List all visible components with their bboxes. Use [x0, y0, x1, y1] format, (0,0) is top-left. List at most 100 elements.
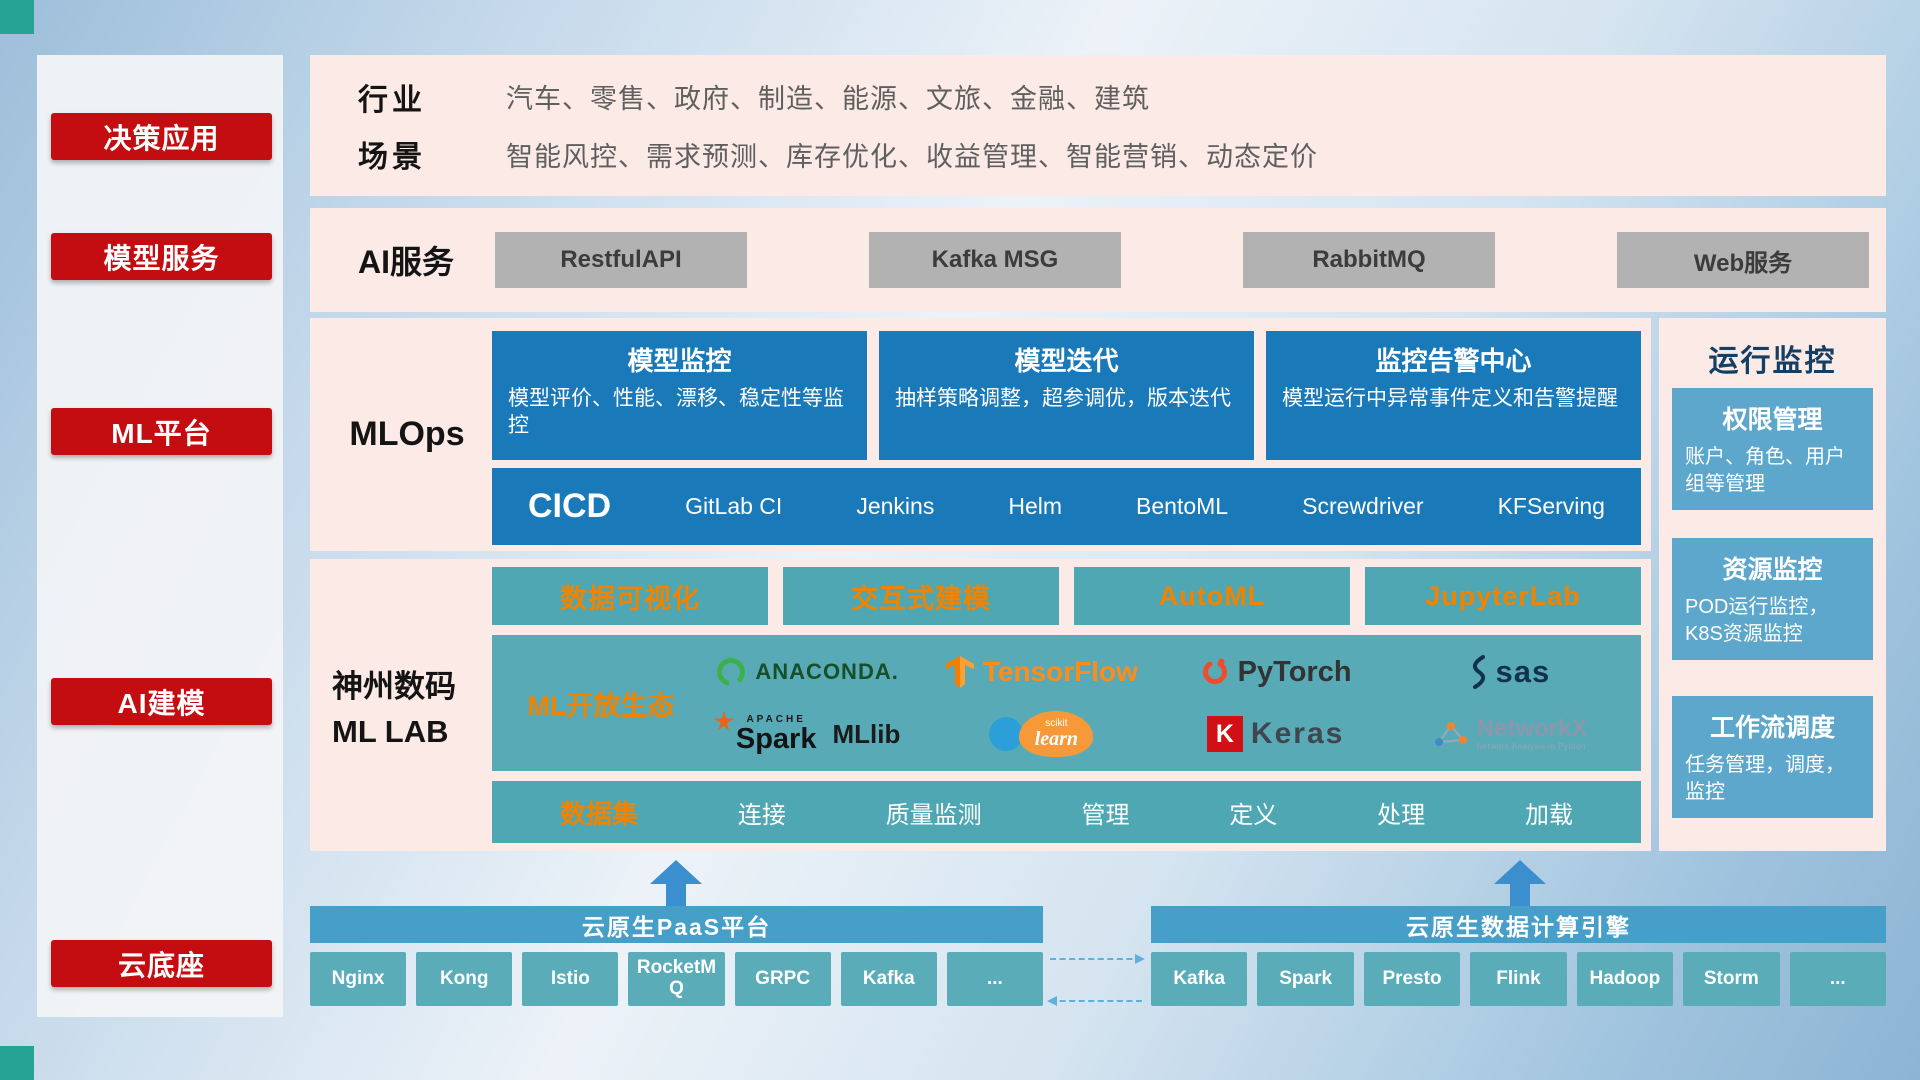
mlops-panel: MLOps 模型监控 模型评价、性能、漂移、稳定性等监控 模型迭代 抽样策略调整… — [310, 318, 1651, 551]
industry-row: 行业 汽车、零售、政府、制造、能源、文旅、金融、建筑 — [358, 75, 1886, 119]
pytorch-logo: PyTorch — [1200, 656, 1352, 689]
card-desc: 任务管理，调度，监控 — [1685, 754, 1845, 803]
dataset-bar: 数据集 连接 质量监测 管理 定义 处理 加载 — [492, 781, 1641, 843]
sas-logo: sas — [1470, 654, 1551, 690]
rail-item-cloud-base: 云底座 — [51, 940, 272, 987]
rail-item-decision-application: 决策应用 — [51, 113, 272, 160]
resource-monitoring-card: 资源监控 POD运行监控，K8S资源监控 — [1672, 538, 1873, 660]
card-title: 资源监控 — [1722, 556, 1823, 584]
chip-spark: Spark — [1257, 952, 1354, 1006]
rail-item-model-service: 模型服务 — [51, 233, 272, 280]
pytorch-icon — [1202, 658, 1227, 685]
sklearn-scikit-label: scikit — [1045, 718, 1068, 729]
networkx-name-label: NetworkX — [1476, 715, 1588, 743]
chip-rocketmq: RocketMQ — [628, 952, 725, 1006]
dataset-item-define: 定义 — [1229, 801, 1278, 829]
alert-center-card: 监控告警中心 模型运行中异常事件定义和告警提醒 — [1266, 331, 1641, 460]
mlops-cards: 模型监控 模型评价、性能、漂移、稳定性等监控 模型迭代 抽样策略调整，超参调优，… — [492, 331, 1641, 460]
dataset-item-quality: 质量监测 — [885, 801, 982, 829]
tensorflow-logo: TensorFlow — [945, 656, 1138, 688]
ecosystem-logo-grid: ANACONDA. TensorFlow PyTorch — [690, 643, 1627, 763]
runtime-monitoring-panel: 运行监控 权限管理 账户、角色、用户组等管理 资源监控 POD运行监控，K8S资… — [1659, 318, 1886, 851]
ai-service-label: AI服务 — [358, 244, 455, 280]
spark-mllib-logo: APACHE Spark MLlib — [713, 710, 901, 754]
sklearn-blue-dot-icon — [989, 717, 1024, 751]
card-desc: 账户、角色、用户组等管理 — [1685, 446, 1845, 495]
corner-accent-bottom-left — [0, 1046, 34, 1080]
corner-accent-top-left — [0, 0, 34, 34]
up-arrow-right-icon — [1494, 860, 1546, 906]
keras-badge-icon: K — [1206, 716, 1243, 752]
card-desc: POD运行监控，K8S资源监控 — [1685, 596, 1829, 645]
cicd-item-bentoml: BentoML — [1136, 493, 1229, 520]
chip-web-service: Web服务 — [1617, 232, 1869, 288]
ml-lab-panel: 神州数码 ML LAB 数据可视化 交互式建模 AutoML JupyterLa… — [310, 559, 1651, 851]
cicd-label: CICD — [528, 487, 612, 525]
mllib-label: MLlib — [832, 718, 901, 749]
chip-istio: Istio — [522, 952, 619, 1006]
tool-interactive-modeling: 交互式建模 — [783, 567, 1059, 625]
runtime-monitoring-title: 运行监控 — [1708, 345, 1837, 378]
chip-kafka-msg: Kafka MSG — [869, 232, 1121, 288]
card-title: 监控告警中心 — [1375, 346, 1532, 376]
rail-item-ai-modeling: AI建模 — [51, 678, 272, 725]
sklearn-learn-label: learn — [1034, 728, 1079, 750]
ml-lab-label: 神州数码 ML LAB — [320, 559, 488, 851]
engine-chips-row: Kafka Spark Presto Flink Hadoop Storm ..… — [1151, 952, 1886, 1006]
card-desc: 模型评价、性能、漂移、稳定性等监控 — [508, 387, 844, 438]
sklearn-orange-blob-icon: scikit learn — [1019, 711, 1094, 757]
chip-kafka: Kafka — [1151, 952, 1248, 1006]
keras-wordmark: Keras — [1250, 717, 1345, 750]
ml-open-ecosystem-box: ML开放生态 ANACONDA. TensorFlow — [492, 635, 1641, 771]
up-arrow-left-icon — [650, 860, 702, 906]
chip-hadoop: Hadoop — [1576, 952, 1674, 1006]
chip-nginx: Nginx — [310, 952, 407, 1006]
anaconda-icon — [717, 658, 746, 686]
anaconda-logo: ANACONDA. — [715, 656, 898, 688]
card-desc: 抽样策略调整，超参调优，版本迭代 — [895, 387, 1231, 410]
networkx-logo: NetworkX Network Analysis in Python — [1433, 716, 1588, 751]
card-desc: 模型运行中异常事件定义和告警提醒 — [1282, 387, 1618, 410]
card-title: 工作流调度 — [1709, 714, 1835, 742]
pytorch-wordmark: PyTorch — [1237, 655, 1352, 688]
spark-wordmark: APACHE Spark — [736, 714, 817, 754]
industry-label: 行业 — [358, 83, 426, 117]
tensorflow-wordmark: TensorFlow — [982, 656, 1138, 687]
ai-service-panel: AI服务 RestfulAPI Kafka MSG RabbitMQ Web服务 — [310, 208, 1886, 312]
scenario-list: 智能风控、需求预测、库存优化、收益管理、智能营销、动态定价 — [506, 141, 1318, 172]
networkx-wordmark: NetworkX Network Analysis in Python — [1477, 716, 1588, 751]
chip-flink: Flink — [1470, 952, 1567, 1006]
chip-presto: Presto — [1363, 952, 1461, 1006]
left-category-rail: 决策应用 模型服务 ML平台 AI建模 云底座 — [37, 55, 283, 1017]
sas-icon — [1472, 655, 1485, 689]
chip-grpc: GRPC — [734, 952, 831, 1006]
chip-restfulapi: RestfulAPI — [495, 232, 747, 288]
dataset-item-load: 加载 — [1524, 801, 1573, 829]
tensorflow-icon — [945, 656, 974, 688]
chip-kong: Kong — [416, 952, 513, 1006]
data-compute-engine-bar: 云原生数据计算引擎 — [1151, 906, 1886, 943]
cicd-item-helm: Helm — [1008, 493, 1063, 520]
dataset-label: 数据集 — [560, 798, 639, 829]
networkx-graph-icon — [1434, 722, 1467, 746]
card-title: 模型监控 — [627, 346, 732, 376]
tool-data-visualization: 数据可视化 — [492, 567, 768, 625]
cicd-item-kfserving: KFServing — [1497, 493, 1605, 520]
workflow-scheduling-card: 工作流调度 任务管理，调度，监控 — [1672, 696, 1873, 818]
model-iteration-card: 模型迭代 抽样策略调整，超参调优，版本迭代 — [879, 331, 1254, 460]
ml-lab-tools-row: 数据可视化 交互式建模 AutoML JupyterLab — [492, 567, 1641, 625]
permission-management-card: 权限管理 账户、角色、用户组等管理 — [1672, 388, 1873, 510]
spark-star-icon — [713, 710, 734, 731]
paas-chips-row: Nginx Kong Istio RocketMQ GRPC Kafka ... — [310, 952, 1043, 1006]
chip-kafka: Kafka — [840, 952, 937, 1006]
mlops-label: MLOps — [349, 415, 465, 453]
networkx-subtitle: Network Analysis in Python — [1476, 741, 1587, 751]
anaconda-wordmark: ANACONDA. — [755, 659, 899, 684]
dataset-item-connect: 连接 — [737, 801, 786, 829]
paas-platform-bar: 云原生PaaS平台 — [310, 906, 1043, 943]
chip-rabbitmq: RabbitMQ — [1243, 232, 1495, 288]
scikit-learn-logo: scikit learn — [989, 711, 1094, 757]
cicd-item-jenkins: Jenkins — [856, 493, 935, 520]
cicd-item-screwdriver: Screwdriver — [1302, 493, 1424, 520]
cicd-item-gitlab-ci: GitLab CI — [685, 493, 783, 520]
